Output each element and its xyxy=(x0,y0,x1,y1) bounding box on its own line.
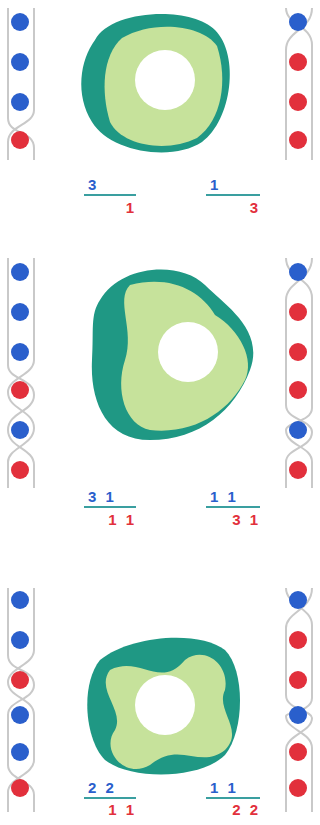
ring-blobs xyxy=(81,14,253,774)
denominator-count: 3 xyxy=(250,199,258,216)
denominator-count: 1 1 xyxy=(108,511,134,528)
denominator-count: 3 1 xyxy=(232,511,258,528)
numerator-count: 3 1 xyxy=(88,488,114,505)
numerator-count: 1 1 xyxy=(210,488,236,505)
strands xyxy=(8,8,312,812)
numerator-count: 1 1 xyxy=(210,779,236,796)
numerator-count: 1 xyxy=(210,176,218,193)
strand-dots xyxy=(11,13,307,797)
denominator-count: 1 xyxy=(126,199,134,216)
denominator-count: 2 2 xyxy=(232,801,258,818)
fraction-lines xyxy=(84,195,260,798)
numerator-count: 3 xyxy=(88,176,96,193)
numerator-count: 2 2 xyxy=(88,779,114,796)
denominator-count: 1 1 xyxy=(108,801,134,818)
